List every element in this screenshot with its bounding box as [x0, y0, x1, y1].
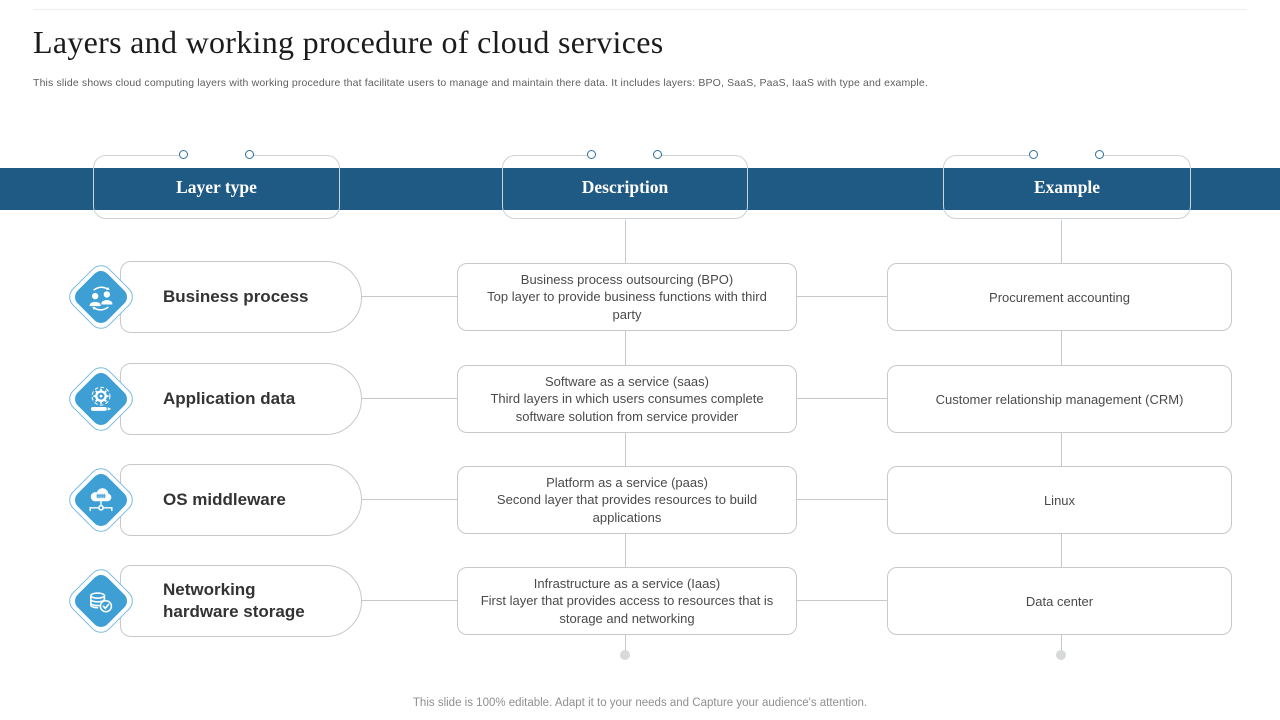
- example-box: Customer relationship management (CRM): [887, 365, 1232, 433]
- storage-check-icon: [90, 592, 113, 613]
- layer-diamond: [64, 362, 138, 436]
- people-sync-icon: [89, 286, 113, 311]
- example-column-connector: [1061, 331, 1062, 365]
- description-column-connector: [625, 534, 626, 567]
- description-title: Platform as a service (paas): [546, 475, 708, 491]
- header-border-gap: [183, 153, 249, 157]
- description-body: Third layers in which users consumes com…: [490, 391, 764, 424]
- header-border-gap: [592, 153, 658, 157]
- layer-label: Business process: [163, 286, 309, 306]
- cloud-network-icon: [89, 488, 113, 512]
- layer-label: Networking hardware storage: [163, 579, 305, 621]
- row-connector: [797, 398, 887, 399]
- layer-diamond: [64, 463, 138, 537]
- example-text: Linux: [1043, 492, 1076, 508]
- table-header-bar: [0, 168, 1280, 210]
- description-box: Infrastructure as a service (Iaas) First…: [457, 567, 797, 635]
- description-title: Infrastructure as a service (Iaas): [533, 576, 721, 592]
- layer-pill-business-process: Business process: [120, 261, 362, 333]
- row-connector: [362, 296, 457, 297]
- layer-pill-os-middleware: OS middleware: [120, 464, 362, 536]
- example-text: Customer relationship management (CRM): [935, 391, 1184, 407]
- example-column-connector: [1061, 635, 1062, 650]
- example-text: Procurement accounting: [989, 289, 1130, 305]
- description-body: First layer that provides access to reso…: [480, 593, 774, 626]
- connector-node-icon: [1095, 150, 1104, 159]
- row-connector: [362, 600, 457, 601]
- slide-subtitle: This slide shows cloud computing layers …: [33, 77, 928, 89]
- row-connector: [797, 600, 887, 601]
- description-column-connector: [625, 635, 626, 650]
- column-header-layer-type: Layer type: [93, 155, 340, 219]
- layer-diamond: [64, 564, 138, 638]
- gear-application-icon: [90, 386, 112, 411]
- description-body: Second layer that provides resources to …: [496, 492, 758, 525]
- layer-pill-networking-hardware-storage: Networking hardware storage: [120, 565, 362, 637]
- column-header-description: Description: [502, 155, 748, 219]
- layer-diamond: [64, 260, 138, 334]
- description-title: Software as a service (saas): [544, 374, 709, 390]
- description-column-connector: [625, 331, 626, 365]
- page-title: Layers and working procedure of cloud se…: [33, 24, 664, 60]
- connector-node-icon: [1029, 150, 1038, 159]
- description-title: Business process outsourcing (BPO): [520, 272, 734, 288]
- example-text: Data center: [1025, 593, 1094, 609]
- description-column-connector: [625, 433, 626, 466]
- description-box: Software as a service (saas) Third layer…: [457, 365, 797, 433]
- description-box: Business process outsourcing (BPO) Top l…: [457, 263, 797, 331]
- column-header-label: Layer type: [176, 176, 257, 197]
- example-column-connector: [1061, 433, 1062, 466]
- connector-node-icon: [653, 150, 662, 159]
- layer-pill-application-data: Application data: [120, 363, 362, 435]
- description-box: Platform as a service (paas) Second laye…: [457, 466, 797, 534]
- description-body: Top layer to provide business functions …: [487, 289, 767, 322]
- example-column-connector: [1061, 534, 1062, 567]
- connector-end-dot: [1056, 650, 1066, 660]
- slide-footer-note: This slide is 100% editable. Adapt it to…: [412, 697, 868, 709]
- row-connector: [362, 398, 457, 399]
- row-connector: [797, 296, 887, 297]
- header-border-gap: [1034, 153, 1100, 157]
- column-header-example: Example: [943, 155, 1191, 219]
- connector-node-icon: [587, 150, 596, 159]
- connector-end-dot: [620, 650, 630, 660]
- column-header-label: Description: [581, 176, 669, 197]
- connector-node-icon: [245, 150, 254, 159]
- example-box: Linux: [887, 466, 1232, 534]
- example-box: Data center: [887, 567, 1232, 635]
- example-box: Procurement accounting: [887, 263, 1232, 331]
- row-connector: [797, 499, 887, 500]
- example-column-connector: [1061, 220, 1062, 263]
- connector-node-icon: [179, 150, 188, 159]
- layer-label: OS middleware: [163, 489, 286, 509]
- layer-label: Application data: [163, 388, 296, 408]
- column-header-label: Example: [1033, 176, 1101, 197]
- row-connector: [362, 499, 457, 500]
- description-column-connector: [625, 220, 626, 263]
- top-rule-divider: [33, 9, 1247, 10]
